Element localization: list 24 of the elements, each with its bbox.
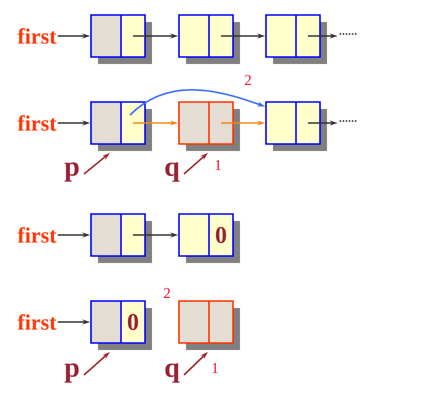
step-number: 1: [212, 363, 218, 373]
list-node-box: 0: [178, 213, 240, 263]
step-number: 2: [243, 74, 253, 86]
list-node-box: [178, 300, 240, 350]
list-node-box: [178, 14, 240, 64]
pointer-label: first: [18, 314, 56, 330]
pointer-label: q: [165, 363, 180, 383]
pointer-label: p: [64, 363, 79, 383]
list-node-box: [265, 101, 327, 151]
pointer-label: q: [165, 162, 180, 182]
pointer-label: first: [18, 28, 56, 44]
list-node-box: [265, 14, 327, 64]
list-node-box: [90, 14, 152, 64]
ellipsis-text: ......: [340, 120, 356, 122]
list-node-box: [90, 213, 152, 263]
pointer-label: first: [18, 227, 56, 243]
ellipsis-text: ......: [340, 33, 356, 35]
list-node-box: [178, 101, 240, 151]
pointer-label: p: [64, 162, 79, 182]
step-number: 1: [216, 160, 221, 170]
list-node-box: [90, 101, 152, 151]
pointer-label: first: [18, 115, 56, 131]
step-number: 2: [164, 288, 170, 298]
list-node-box: 0: [90, 300, 152, 350]
